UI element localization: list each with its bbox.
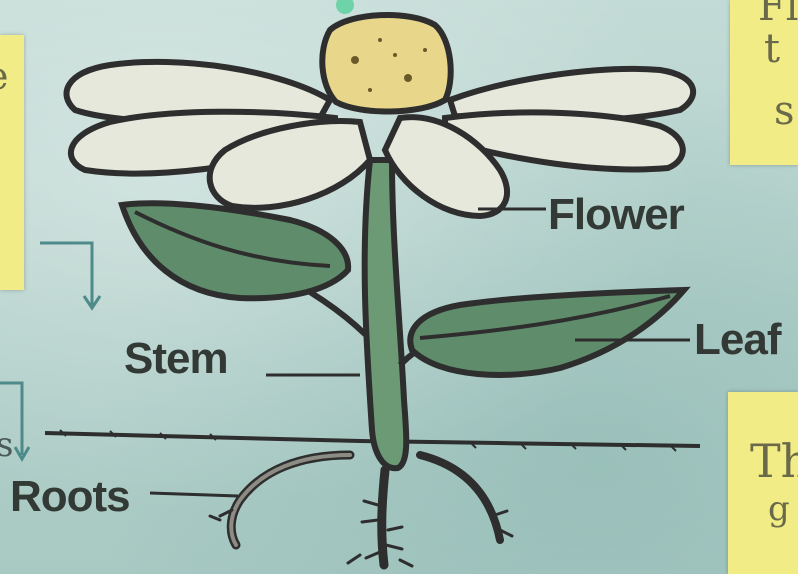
label-stem: Stem	[124, 334, 228, 384]
label-flower: Flower	[548, 190, 684, 240]
roots-leader	[150, 493, 238, 496]
label-leaf: Leaf	[694, 315, 780, 365]
stem-shape	[365, 160, 407, 468]
flower-center	[322, 15, 450, 112]
arrow-lower	[0, 383, 22, 455]
arrow-upper	[40, 243, 92, 305]
left-arrows	[0, 243, 100, 459]
roots-drawing	[210, 455, 512, 566]
label-roots: Roots	[10, 472, 130, 522]
top-bead	[336, 0, 354, 14]
